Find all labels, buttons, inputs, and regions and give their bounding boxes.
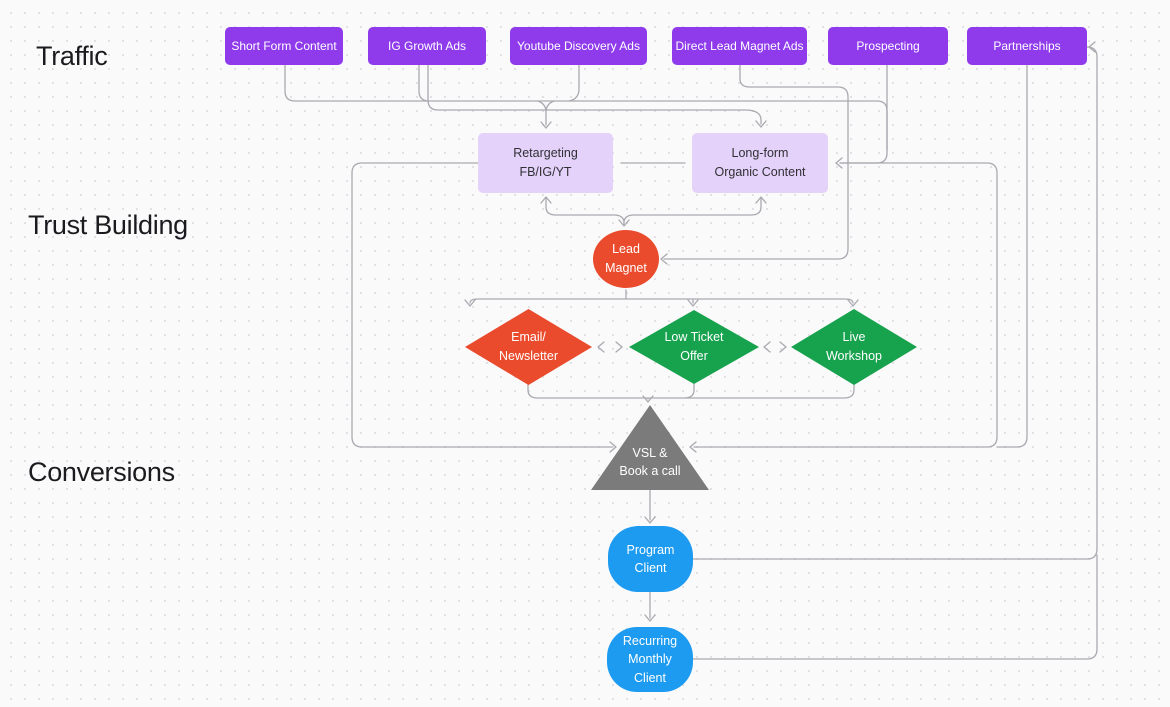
node-label-line: Low Ticket bbox=[664, 330, 724, 345]
node-label-line: Workshop bbox=[825, 349, 883, 363]
node-label-line: VSL & bbox=[632, 445, 668, 460]
node-label-line: Live bbox=[842, 330, 866, 345]
node-label-line: Monthly bbox=[628, 652, 672, 667]
node-label-line: Lead bbox=[612, 242, 640, 257]
node-label: Partnerships bbox=[993, 39, 1061, 53]
node-lead-magnet: Lead Magnet bbox=[593, 230, 659, 288]
node-short-form-content: Short Form Content bbox=[225, 27, 343, 65]
section-label-trust-building: Trust Building bbox=[28, 210, 188, 240]
node-label-line: FB/IG/YT bbox=[519, 165, 572, 179]
node-label: Direct Lead Magnet Ads bbox=[675, 39, 804, 53]
node-label-line: Long-form bbox=[731, 146, 789, 161]
node-label: IG Growth Ads bbox=[387, 39, 467, 53]
node-label-line: Retargeting bbox=[513, 146, 578, 161]
node-program-client: Program Client bbox=[608, 526, 693, 592]
node-label-line: Client bbox=[634, 670, 666, 685]
node-long-form-organic-content: Long-form Organic Content bbox=[692, 133, 828, 193]
section-label-conversions: Conversions bbox=[28, 457, 175, 487]
section-label-traffic: Traffic bbox=[36, 41, 108, 71]
node-label: Prospecting bbox=[856, 39, 920, 53]
node-partnerships: Partnerships bbox=[967, 27, 1087, 65]
node-label-line: Magnet bbox=[605, 261, 647, 275]
node-label-line: Client bbox=[634, 561, 667, 575]
node-label-line: Newsletter bbox=[498, 349, 559, 363]
node-label-line: Recurring bbox=[622, 634, 678, 649]
node-direct-lead-magnet-ads: Direct Lead Magnet Ads bbox=[672, 27, 807, 65]
node-retargeting: Retargeting FB/IG/YT bbox=[478, 133, 613, 193]
node-label-line: Email/ bbox=[511, 330, 546, 345]
node-ig-growth-ads: IG Growth Ads bbox=[368, 27, 486, 65]
node-prospecting: Prospecting bbox=[828, 27, 948, 65]
node-label: Youtube Discovery Ads bbox=[517, 39, 640, 53]
node-label-line: Program bbox=[626, 542, 675, 557]
node-label-line: Offer bbox=[680, 349, 708, 363]
node-recurring-monthly-client: Recurring Monthly Client bbox=[607, 627, 693, 692]
node-label-line: Organic Content bbox=[714, 165, 806, 179]
node-label-line: Book a call bbox=[619, 464, 681, 479]
node-youtube-discovery-ads: Youtube Discovery Ads bbox=[510, 27, 647, 65]
node-label: Short Form Content bbox=[231, 39, 337, 53]
